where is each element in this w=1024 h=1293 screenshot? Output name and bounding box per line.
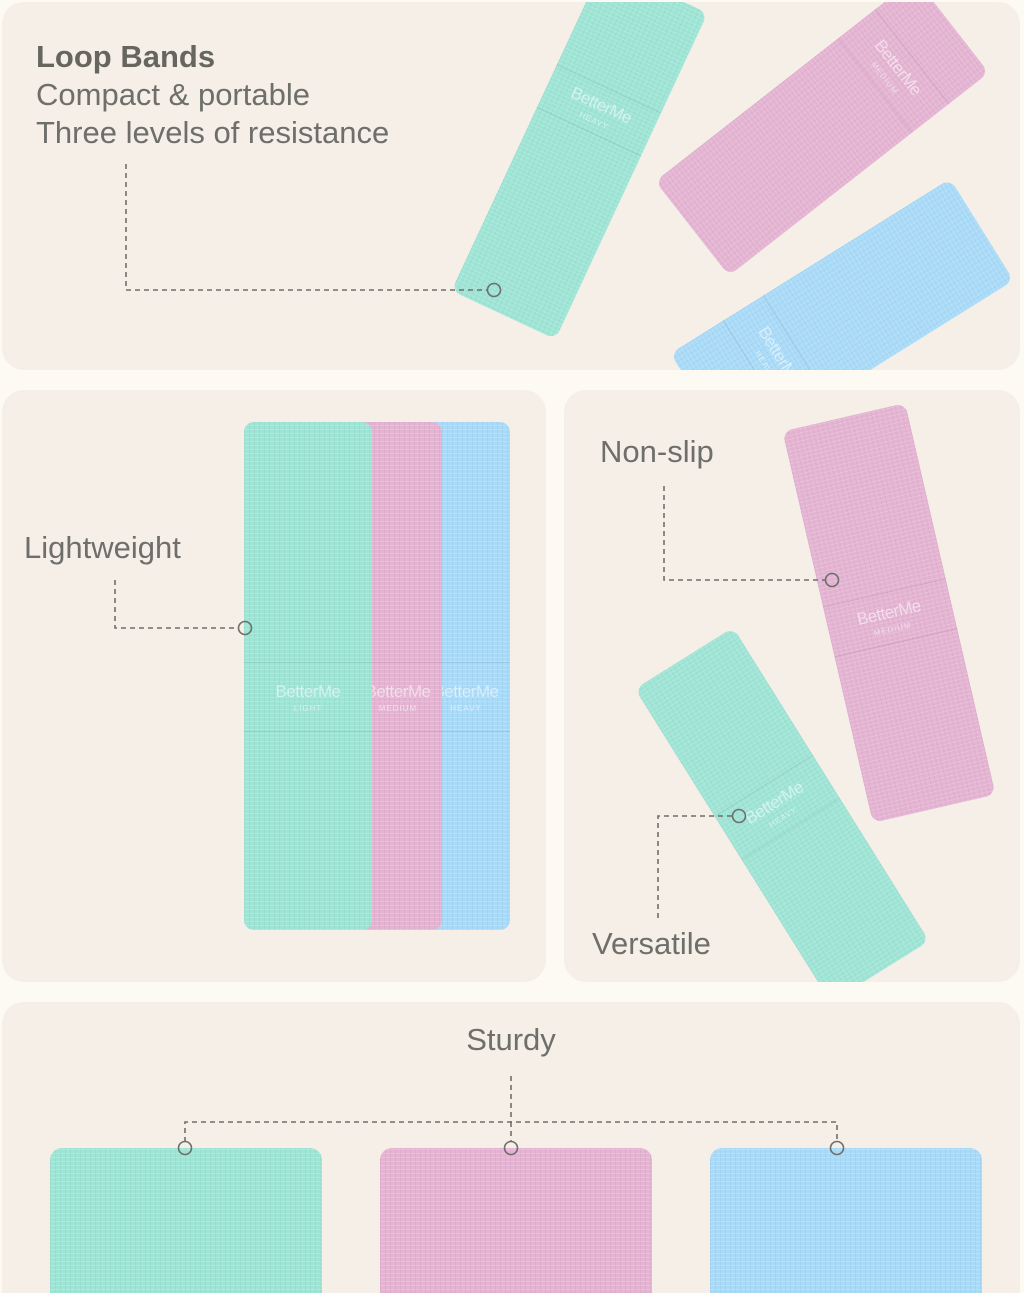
- headline-title: Loop Bands: [36, 39, 216, 74]
- mint-band-stacked: BetterMe LIGHT: [244, 422, 372, 930]
- sturdy-panel: Sturdy: [2, 1002, 1020, 1293]
- band-brand-text: BetterMe: [365, 681, 431, 701]
- headline-line-1: Compact & portable: [36, 77, 310, 112]
- callout-line: [125, 164, 502, 298]
- headline-line-2: Three levels of resistance: [36, 115, 390, 150]
- versatile-label: Versatile: [592, 926, 711, 961]
- lightweight-panel: Lightweight BetterMe HEAVY BetterMe MEDI…: [2, 390, 546, 982]
- pink-band-closeup: [380, 1148, 652, 1293]
- band-level-text: MEDIUM: [378, 703, 418, 713]
- non-slip-versatile-panel: Non-slip Versatile BetterMe MEDIUM Bette…: [564, 390, 1020, 982]
- mint-band-closeup: [50, 1148, 322, 1293]
- non-slip-label: Non-slip: [600, 434, 714, 469]
- sturdy-label: Sturdy: [466, 1022, 556, 1057]
- headline-block: Loop Bands Compact & portable Three leve…: [36, 38, 389, 152]
- loop-bands-panel: Loop Bands Compact & portable Three leve…: [2, 2, 1020, 370]
- callout-line: [114, 580, 253, 636]
- blue-band-closeup: [710, 1148, 982, 1293]
- band-level-text: LIGHT: [293, 703, 323, 713]
- callout-lines: [657, 486, 840, 918]
- callout-lines: [177, 1076, 845, 1156]
- band-brand-text: BetterMe: [275, 681, 341, 701]
- lightweight-label: Lightweight: [24, 530, 181, 565]
- band-brand-text: BetterMe: [433, 681, 499, 701]
- band-level-text: HEAVY: [450, 703, 482, 713]
